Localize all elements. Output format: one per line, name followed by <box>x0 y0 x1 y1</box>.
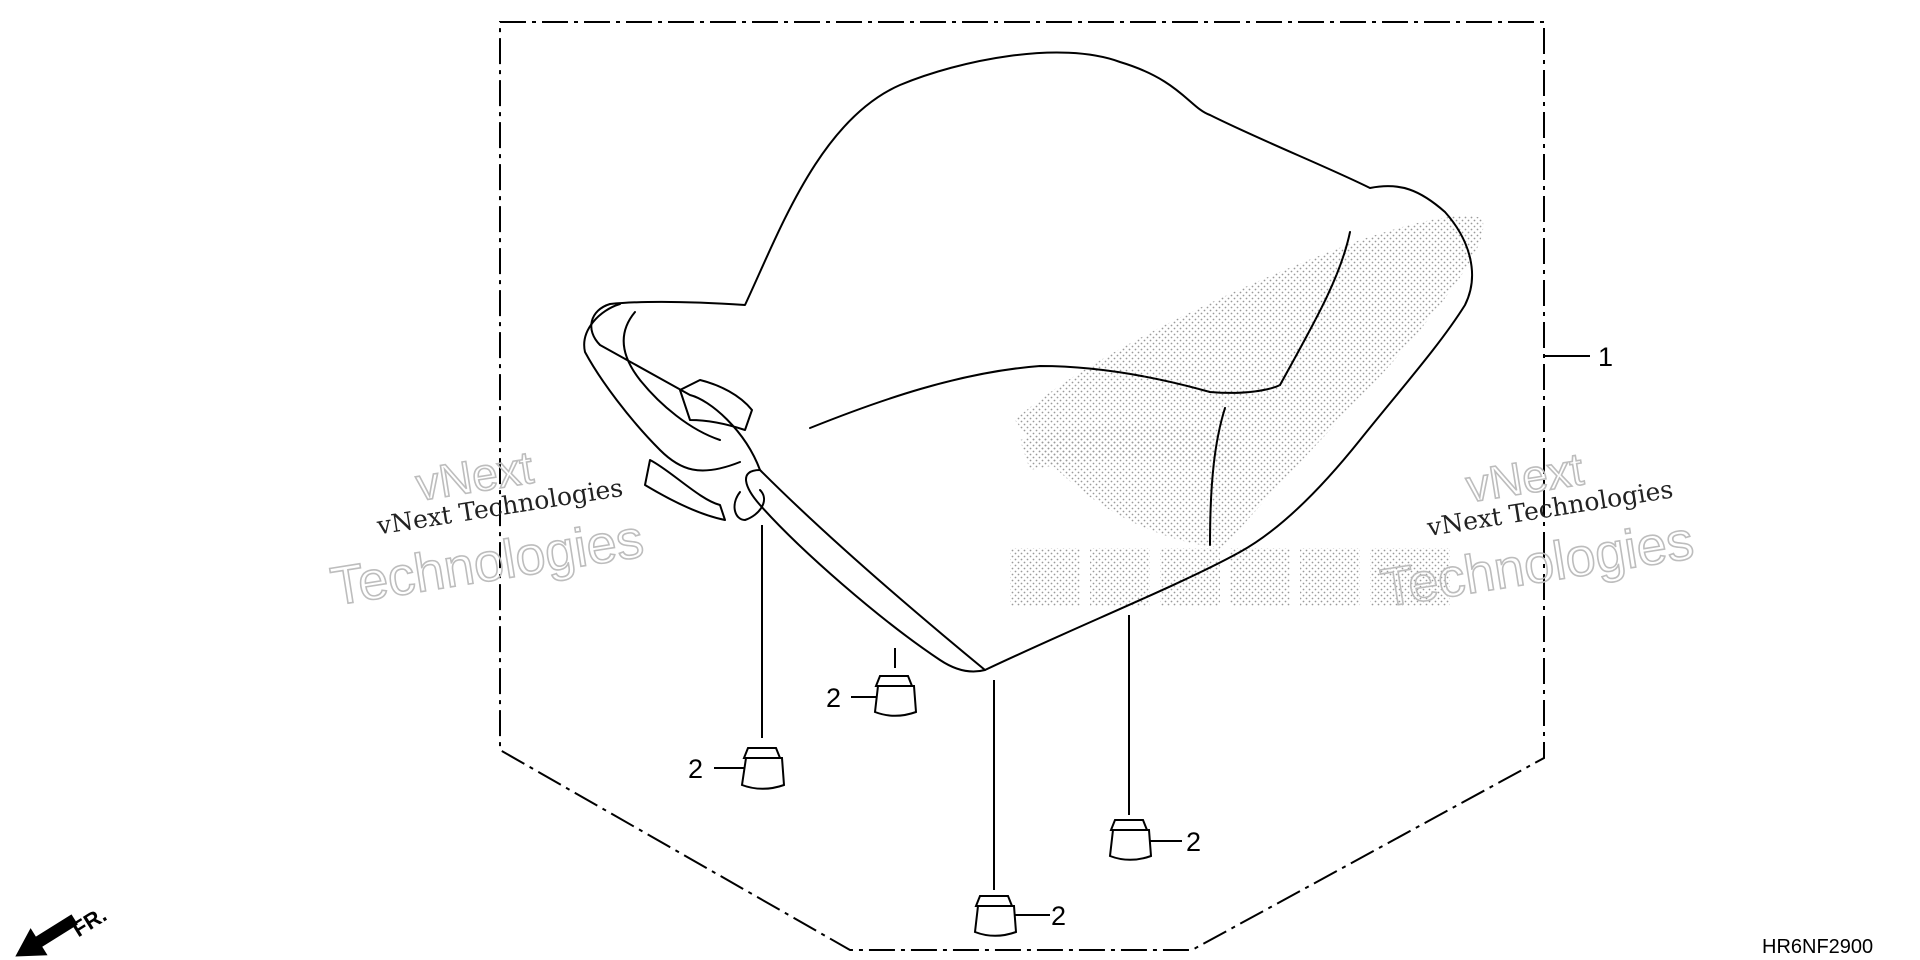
seat-rear-seam <box>1209 407 1226 546</box>
latch-bracket <box>679 379 753 431</box>
lettering-block-4 <box>1230 548 1290 606</box>
latch-strap <box>644 459 726 521</box>
arrow-down-left-icon <box>15 914 78 957</box>
latch-hook <box>733 489 765 521</box>
callout-cushion-1: 2 <box>688 754 703 784</box>
brand-logo-watermark <box>1010 216 1484 606</box>
wing-emblem <box>1015 216 1484 549</box>
front-tab-inner <box>622 311 721 441</box>
seat-top-crease <box>809 365 1281 429</box>
wing-lower <box>1020 425 1240 470</box>
lettering-block-6 <box>1370 548 1450 606</box>
front-tab <box>583 303 741 472</box>
seat-lower-edge <box>759 469 986 671</box>
cushions <box>740 675 1153 937</box>
front-label: FR. <box>68 902 111 942</box>
cushion-1 <box>740 747 786 790</box>
callout-cushion-3: 2 <box>1186 827 1201 857</box>
callout-seat: 1 <box>1598 342 1613 372</box>
seat-assembly <box>583 51 1473 673</box>
callout-cushion-2: 2 <box>826 683 841 713</box>
front-direction-indicator: FR. <box>15 902 111 957</box>
assembly-boundary <box>499 21 1545 951</box>
lettering-block-2 <box>1090 548 1150 606</box>
callout-labels: 1 2 2 2 2 <box>688 342 1613 931</box>
watermark-left: vNext vNext Technologies Technologies <box>326 440 648 618</box>
diagram-code: HR6NF2900 <box>1762 936 1873 958</box>
cushion-2 <box>873 675 918 717</box>
seat-outline <box>590 51 1473 673</box>
seat-side-crease <box>1279 231 1351 386</box>
lettering-block-1 <box>1010 548 1080 606</box>
watermark-right: vNext vNext Technologies Technologies <box>1376 442 1698 620</box>
watermark-line2: Technologies <box>1377 510 1698 619</box>
lettering-block-5 <box>1300 548 1360 606</box>
watermark-line2: Technologies <box>327 509 648 618</box>
cushion-4 <box>1108 819 1153 861</box>
cushion-3 <box>973 895 1018 937</box>
callout-cushion-4: 2 <box>1051 901 1066 931</box>
